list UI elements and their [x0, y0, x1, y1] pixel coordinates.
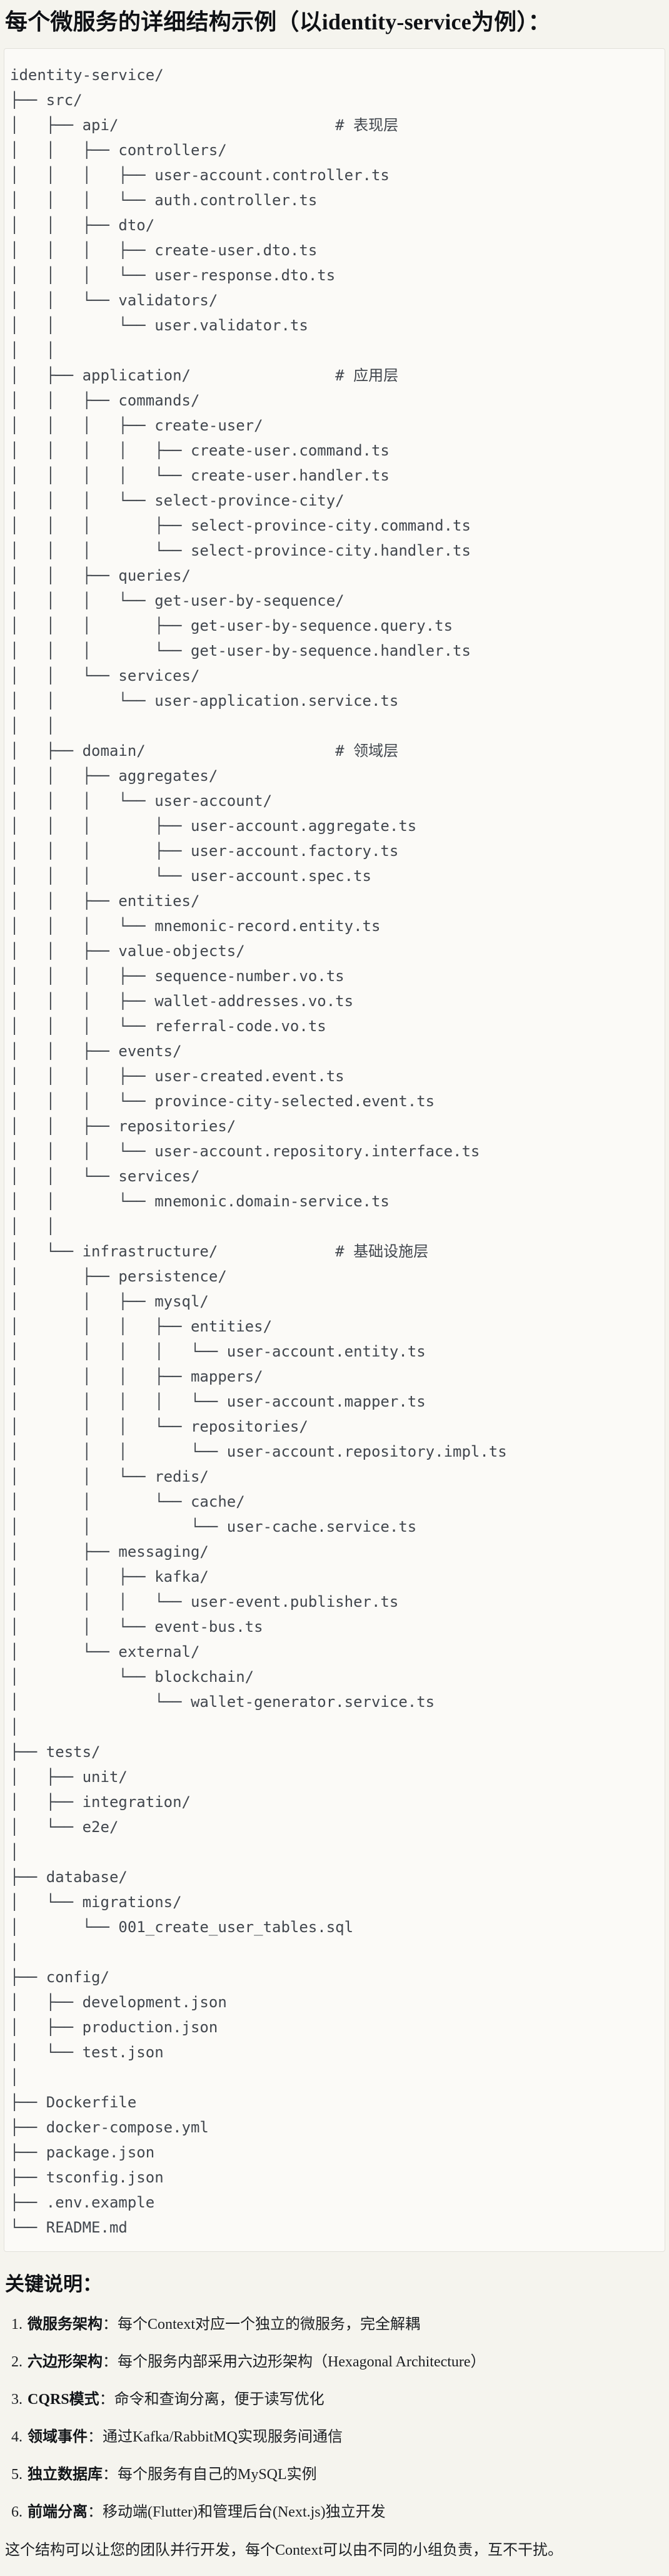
note-label: 独立数据库: [28, 2466, 103, 2483]
note-text: ：每个Context对应一个独立的微服务，完全解耦: [103, 2316, 420, 2333]
note-label: 六边形架构: [28, 2353, 103, 2370]
note-number: 4.: [11, 2428, 23, 2445]
note-text: ：每个服务内部采用六边形架构（Hexagonal Architecture）: [103, 2353, 486, 2370]
note-label: CQRS模式: [28, 2391, 99, 2408]
notes-list: 1. 微服务架构：每个Context对应一个独立的微服务，完全解耦 2. 六边形架构…: [4, 2315, 665, 2522]
page-title: 每个微服务的详细结构示例（以identity-service为例）：: [5, 9, 551, 34]
note-number: 6.: [11, 2503, 23, 2520]
closing-paragraph: 这个结构可以让您的团队并行开发，每个Context可以由不同的小组负责，互不干扰…: [5, 2542, 563, 2558]
note-item-hexagonal: 2. 六边形架构：每个服务内部采用六边形架构（Hexagonal Architec…: [11, 2353, 665, 2371]
note-label: 领域事件: [28, 2428, 88, 2445]
note-text: ：命令和查询分离，便于读写优化: [99, 2391, 324, 2408]
note-number: 3.: [11, 2391, 23, 2408]
note-item-microservice: 1. 微服务架构：每个Context对应一个独立的微服务，完全解耦: [11, 2315, 665, 2334]
note-item-cqrs: 3. CQRS模式：命令和查询分离，便于读写优化: [11, 2390, 665, 2409]
note-text: ：移动端(Flutter)和管理后台(Next.js)独立开发: [88, 2503, 386, 2520]
note-text: ：每个服务有自己的MySQL实例: [103, 2466, 317, 2483]
note-item-database: 5. 独立数据库：每个服务有自己的MySQL实例: [11, 2465, 665, 2484]
directory-tree: identity-service/ ├── src/ │ ├── api/ # …: [10, 66, 507, 2236]
note-label: 微服务架构: [28, 2316, 103, 2333]
note-item-domain-events: 4. 领域事件：通过Kafka/RabbitMQ实现服务间通信: [11, 2428, 665, 2446]
code-block: identity-service/ ├── src/ │ ├── api/ # …: [4, 48, 665, 2252]
notes-heading: 关键说明：: [5, 2273, 102, 2295]
note-item-frontend: 6. 前端分离：移动端(Flutter)和管理后台(Next.js)独立开发: [11, 2503, 665, 2522]
note-number: 2.: [11, 2353, 23, 2370]
note-text: ：通过Kafka/RabbitMQ实现服务间通信: [88, 2428, 343, 2445]
note-number: 1.: [11, 2316, 23, 2333]
note-number: 5.: [11, 2466, 23, 2483]
note-label: 前端分离: [28, 2503, 88, 2520]
